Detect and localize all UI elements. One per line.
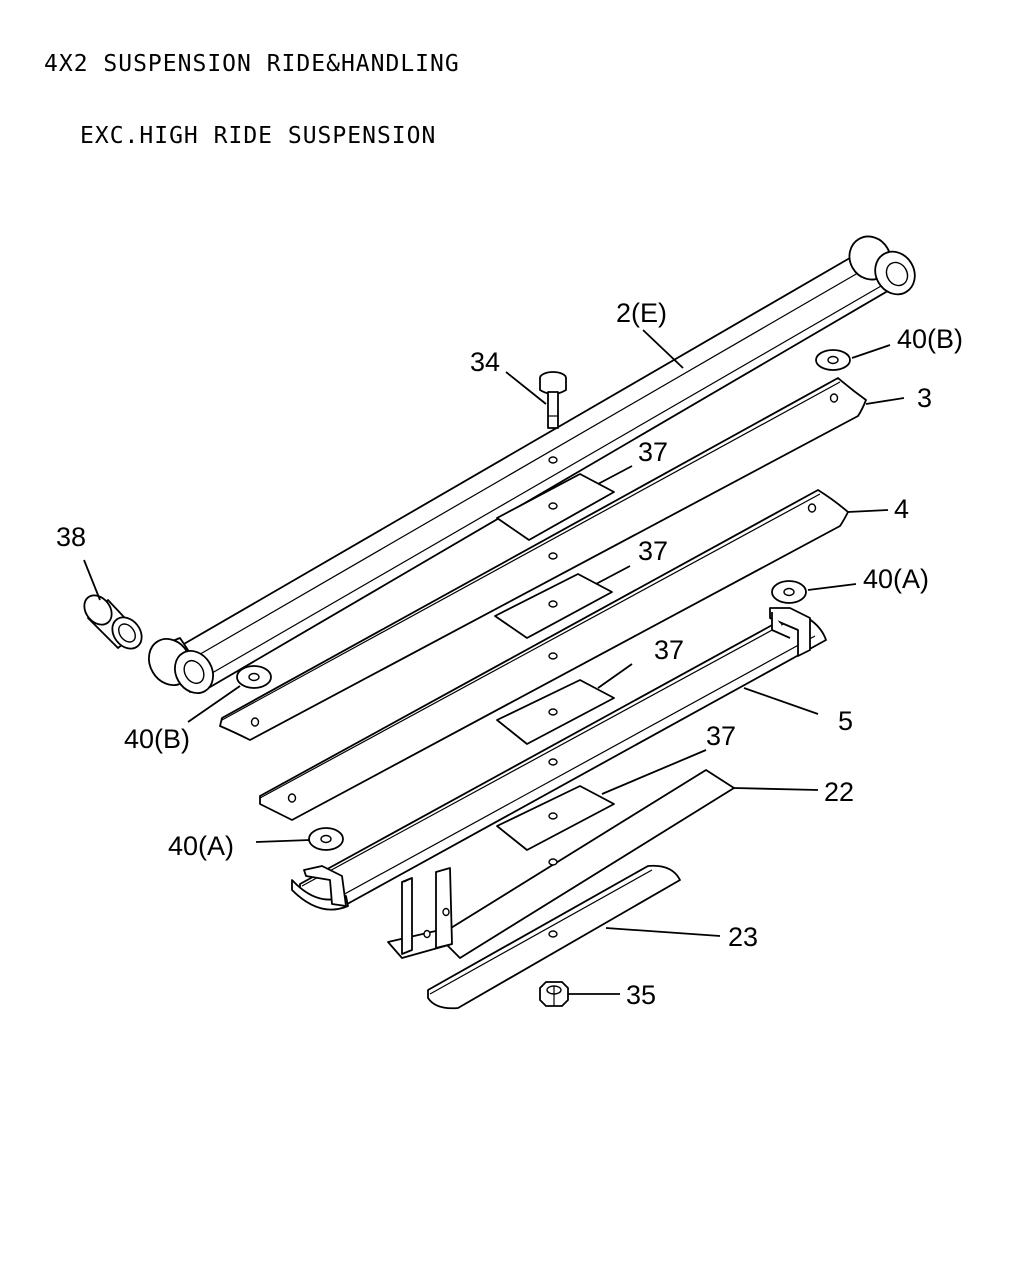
bottom-plate-23[interactable] — [427, 864, 681, 1010]
callout-40a-top: 40(A) — [863, 564, 929, 594]
callout-40b-left: 40(B) — [124, 724, 190, 754]
washer-40a-top[interactable] — [771, 580, 807, 604]
leaf-5[interactable] — [291, 607, 827, 911]
spacer-plate-22[interactable] — [387, 769, 735, 959]
callout-34: 34 — [470, 347, 500, 377]
washer-40a-left[interactable] — [308, 827, 344, 851]
clip-rear — [769, 607, 811, 657]
callout-22: 22 — [824, 777, 854, 807]
main-leaf-2e[interactable] — [141, 229, 923, 700]
callout-23: 23 — [728, 922, 758, 952]
front-eye-bushing — [148, 637, 214, 694]
callout-38: 38 — [56, 522, 86, 552]
callout-5: 5 — [838, 706, 853, 736]
callout-3: 3 — [917, 383, 932, 413]
liner-37-d — [496, 785, 615, 851]
callout-37-d: 37 — [706, 721, 736, 751]
callout-4: 4 — [894, 494, 909, 524]
title-line-1: 4X2 SUSPENSION RIDE&HANDLING — [44, 51, 460, 77]
center-hole-2e — [548, 456, 558, 464]
bushing-38[interactable] — [79, 590, 148, 654]
title-line-2: EXC.HIGH RIDE SUSPENSION — [80, 123, 437, 149]
washer-40b-top[interactable] — [815, 349, 851, 371]
leader-lines — [83, 329, 905, 995]
callout-2e: 2(E) — [616, 298, 667, 328]
washer-40b-left[interactable] — [236, 665, 272, 689]
leaf-3[interactable] — [219, 377, 867, 741]
callout-35: 35 — [626, 980, 656, 1010]
callouts: 2(E) 34 40(B) 3 37 4 37 38 40(A) 37 5 40… — [56, 298, 963, 1010]
callout-37-b: 37 — [638, 536, 668, 566]
leaf-4[interactable] — [259, 489, 849, 821]
bracket-22 — [387, 867, 453, 959]
liner-37-a — [496, 473, 615, 541]
liner-37-c — [496, 679, 615, 745]
callout-40b-top: 40(B) — [897, 324, 963, 354]
rear-eye-bushing — [848, 235, 916, 296]
nut-35[interactable] — [539, 981, 569, 1007]
diagram-title: 4X2 SUSPENSION RIDE&HANDLING EXC.HIGH RI… — [44, 4, 460, 172]
callout-40a-left: 40(A) — [168, 831, 234, 861]
clip-front — [291, 865, 349, 911]
callout-37-a: 37 — [638, 437, 668, 467]
callout-37-c: 37 — [654, 635, 684, 665]
center-bolt-34[interactable] — [539, 371, 567, 429]
liner-37-b — [494, 573, 613, 639]
